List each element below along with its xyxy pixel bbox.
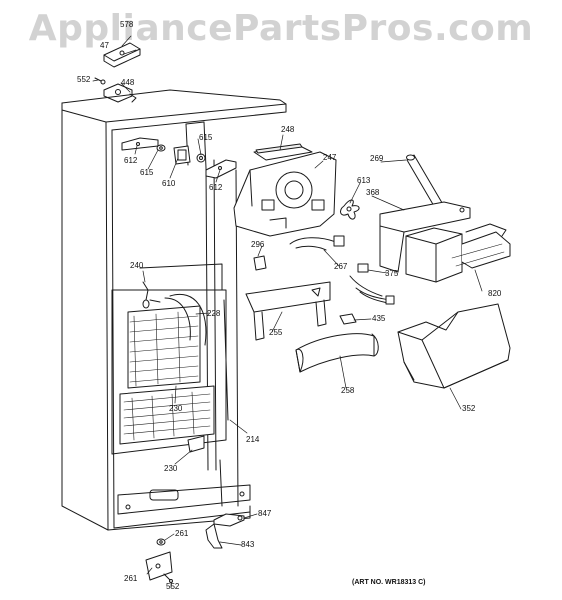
callout-247: 247 <box>323 153 337 162</box>
bracket-230-lower <box>187 435 205 453</box>
ice-bucket-352 <box>397 303 511 389</box>
harness-375 <box>349 263 395 305</box>
art-number: (ART NO. WR18313 C) <box>352 579 426 586</box>
bracket-612-right <box>205 159 237 179</box>
callout-248: 248 <box>281 125 295 134</box>
washer-261 <box>156 538 166 546</box>
callout-578: 578 <box>120 20 134 29</box>
part-843 <box>205 523 223 549</box>
top-hinge-part-578 <box>103 42 141 68</box>
hinge-261 <box>145 551 173 581</box>
callout-552-top: 552 <box>77 75 91 84</box>
evaporator-lower-section <box>119 385 215 445</box>
callout-612-left: 612 <box>124 156 138 165</box>
fan-blade-613 <box>340 199 360 220</box>
callout-610: 610 <box>162 179 176 188</box>
callout-228: 228 <box>207 309 221 318</box>
evaporator-228 <box>127 293 207 389</box>
callout-820: 820 <box>488 289 502 298</box>
callout-615-a: 615 <box>199 133 213 142</box>
screw-552-top <box>94 77 106 85</box>
callout-267: 267 <box>334 262 348 271</box>
bracket-612-left <box>121 137 159 151</box>
callout-615-b: 615 <box>140 168 154 177</box>
ice-maker-bracket-248 <box>253 143 313 161</box>
evaporator-cover-214 <box>111 263 229 455</box>
part-615-a <box>156 144 166 152</box>
part-240-thermostat <box>142 281 161 309</box>
callout-255: 255 <box>269 328 283 337</box>
callout-47: 47 <box>100 41 109 50</box>
callout-230-upper: 230 <box>169 404 183 413</box>
wire-harness-267 <box>289 235 345 251</box>
fan-housing-247 <box>233 151 337 237</box>
leader-lines <box>92 35 483 589</box>
callout-240: 240 <box>130 261 144 270</box>
part-296 <box>253 255 267 271</box>
callout-261-washer: 261 <box>175 529 189 538</box>
callout-230-lower: 230 <box>164 464 178 473</box>
callout-375: 375 <box>385 269 399 278</box>
callout-296: 296 <box>251 240 265 249</box>
callout-847: 847 <box>258 509 272 518</box>
callout-352: 352 <box>462 404 476 413</box>
callout-612-right: 612 <box>209 183 223 192</box>
ice-maker-820 <box>405 223 511 283</box>
callout-269: 269 <box>370 154 384 163</box>
callout-258: 258 <box>341 386 355 395</box>
callout-843: 843 <box>241 540 255 549</box>
callout-368: 368 <box>366 188 380 197</box>
ice-maker-bracket-368 <box>379 201 471 273</box>
callout-435: 435 <box>372 314 386 323</box>
callout-261-hinge: 261 <box>124 574 138 583</box>
callout-448: 448 <box>121 78 135 87</box>
screw-552-bottom <box>163 573 173 583</box>
callout-214: 214 <box>246 435 260 444</box>
shelf-bracket-255 <box>245 281 331 341</box>
part-610 <box>173 145 191 165</box>
part-435 <box>339 313 357 325</box>
duct-258 <box>295 333 379 373</box>
callout-552-bottom: 552 <box>166 582 180 591</box>
callout-613: 613 <box>357 176 371 185</box>
watermark: AppliancePartsPros.com <box>28 8 534 49</box>
